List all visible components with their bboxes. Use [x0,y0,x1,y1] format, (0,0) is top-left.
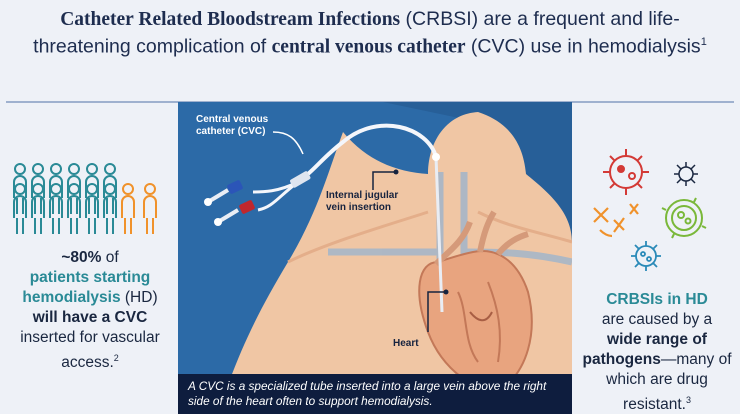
title-bold-1: Catheter Related Bloodstream Infections [60,9,401,30]
stat-of: of [101,249,119,266]
germ-cell-icon [661,197,707,239]
stat-ref: 2 [113,353,119,363]
left-panel: ~80% of patients starting hemodialysis (… [0,102,178,414]
label-internal-jugular: Internal jugular vein insertion [326,190,399,213]
title-divider [6,101,734,103]
title-ref: 1 [700,36,707,48]
pathogens-text: CRBSIs in HD are caused by a wide range … [574,290,740,414]
pathogens-ref: 3 [685,395,691,405]
cvc-statistic: ~80% of patients starting hemodialysis (… [10,248,170,373]
title-text-2: (CVC) use in hemodialysis [465,35,701,58]
anatomy-illustration [204,102,572,414]
label-heart: Heart [393,338,419,349]
bacteria-icon [593,203,639,238]
catheter-hub [204,171,311,226]
people-icon [13,163,157,235]
pathogens-heading: CRBSIs in HD [606,291,708,308]
virus-blue-icon [631,241,661,271]
virus-small-icon [674,162,698,186]
stat-value: ~80% [61,249,102,266]
title-bold-2: central venous catheter [271,36,466,58]
stat-bold: will have a CVC [32,309,148,326]
pathogens-bold: wide range of pathogens [582,331,707,368]
pathogens-text-2: —many of which are drug resistant. [606,351,732,414]
stat-hd: (HD) [120,289,158,306]
page-title: Catheter Related Bloodstream Infections … [20,8,720,59]
stat-rest: inserted for vascular access. [20,329,160,372]
stat-teal: patients starting hemodialysis [22,269,151,306]
virus-icon [603,149,649,195]
right-panel: CRBSIs in HD are caused by a wide range … [572,102,740,414]
cvc-diagram: Central venous catheter (CVC) Internal j… [178,102,572,414]
title-text-1: (CRBSI) are a frequent and life-threaten… [33,8,680,58]
pathogens-text-1: are caused by a [601,311,713,328]
diagram-caption: A CVC is a specialized tube inserted int… [178,374,572,414]
label-cvc: Central venous catheter (CVC) [196,114,269,137]
